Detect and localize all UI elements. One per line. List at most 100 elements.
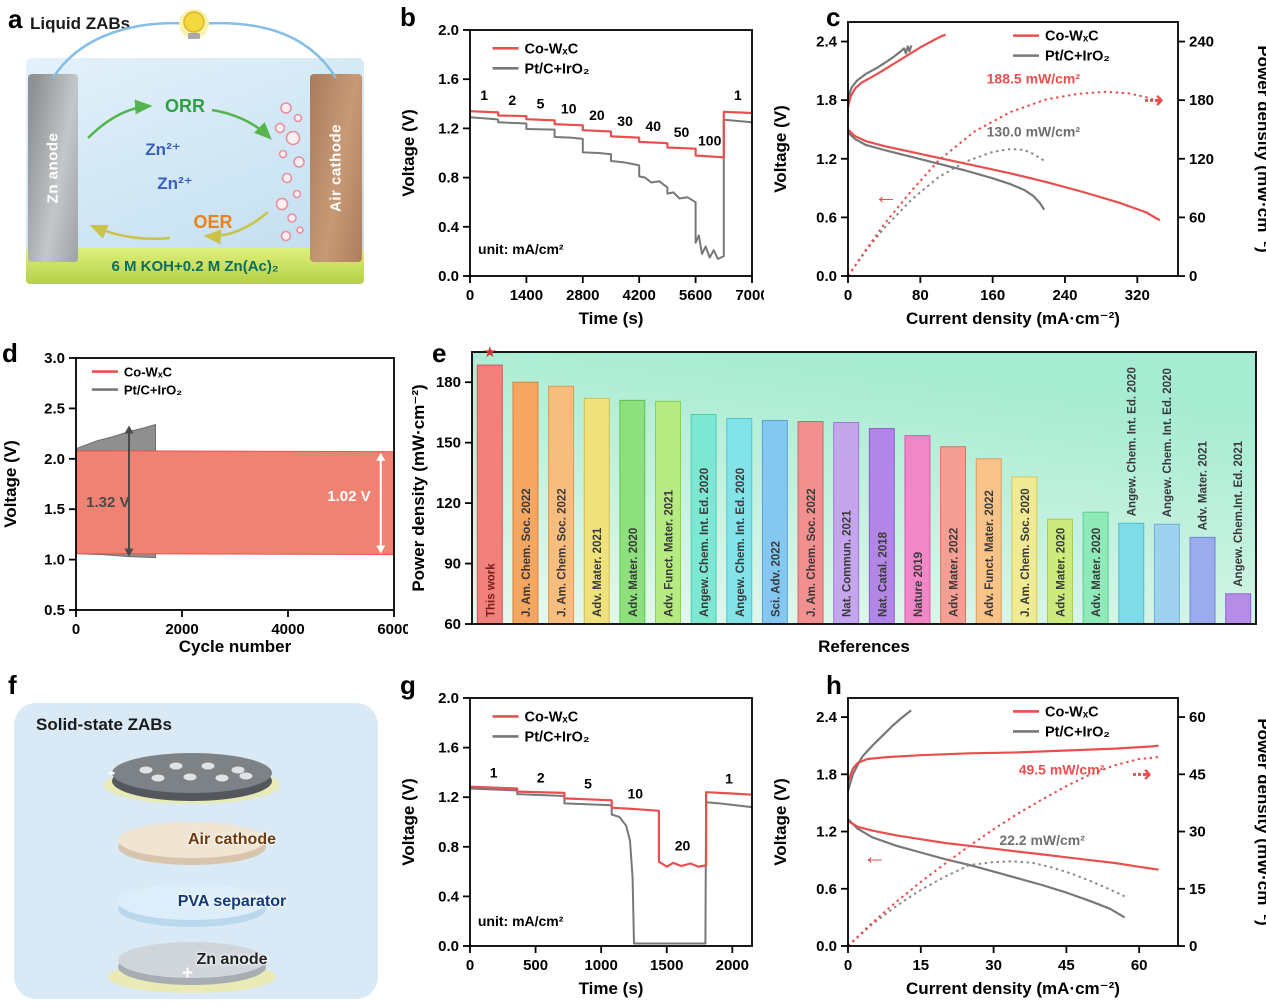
svg-text:Nature 2019: Nature 2019 bbox=[913, 552, 925, 617]
panel-letter-a: a bbox=[8, 4, 23, 34]
svg-text:30: 30 bbox=[617, 113, 633, 129]
svg-text:4200: 4200 bbox=[623, 287, 656, 304]
svg-text:120: 120 bbox=[1189, 151, 1214, 168]
orr-arrow-right bbox=[211, 108, 272, 140]
liquid-zabs-title: Liquid ZABs bbox=[30, 14, 131, 33]
svg-text:This work: This work bbox=[485, 563, 497, 617]
svg-text:2000: 2000 bbox=[165, 621, 198, 638]
svg-text:Angew. Chem.Int. Ed. 2021: Angew. Chem.Int. Ed. 2021 bbox=[1233, 440, 1245, 587]
svg-text:5600: 5600 bbox=[679, 287, 712, 304]
svg-text:2.4: 2.4 bbox=[816, 34, 838, 51]
svg-text:10: 10 bbox=[627, 785, 643, 801]
svg-text:Angew. Chem. Int. Ed. 2020: Angew. Chem. Int. Ed. 2020 bbox=[735, 468, 747, 617]
svg-text:Pt/C+IrO₂: Pt/C+IrO₂ bbox=[1045, 724, 1110, 740]
power-density-comparison-chart: This work J. Am. Chem. Soc. 2022 J. Am. Ch… bbox=[409, 344, 1257, 656]
svg-text:30: 30 bbox=[985, 957, 1002, 974]
oxygen-bubbles bbox=[274, 102, 305, 242]
svg-text:0.5: 0.5 bbox=[44, 602, 65, 619]
svg-text:1.6: 1.6 bbox=[438, 71, 459, 88]
svg-text:10: 10 bbox=[561, 101, 577, 117]
svg-text:0.4: 0.4 bbox=[438, 888, 460, 905]
zn-anode-layer-label: Zn anode bbox=[196, 951, 268, 968]
svg-text:2.0: 2.0 bbox=[438, 22, 459, 39]
panel-letter-d: d bbox=[2, 338, 18, 368]
svg-text:1.0: 1.0 bbox=[44, 552, 65, 569]
svg-text:Voltage (V): Voltage (V) bbox=[399, 778, 418, 866]
svg-text:Pt/C+IrO₂: Pt/C+IrO₂ bbox=[525, 61, 590, 77]
svg-text:Adv. Mater. 2021: Adv. Mater. 2021 bbox=[1198, 440, 1210, 530]
panel-letter-g: g bbox=[400, 670, 416, 700]
svg-text:1: 1 bbox=[480, 87, 488, 103]
rate-test-liquid-chart: 0140028004200560070000.00.40.81.21.62.0T… bbox=[399, 22, 764, 328]
air-cathode-disk-face bbox=[118, 822, 266, 858]
svg-text:2.5: 2.5 bbox=[44, 400, 65, 417]
orr-arrow-left bbox=[87, 99, 153, 139]
svg-text:0: 0 bbox=[844, 957, 852, 974]
svg-text:J. Am. Chem. Soc. 2022: J. Am. Chem. Soc. 2022 bbox=[806, 488, 818, 617]
svg-text:1400: 1400 bbox=[510, 287, 543, 304]
svg-text:320: 320 bbox=[1125, 287, 1150, 304]
pva-separator-layer-label: PVA separator bbox=[177, 893, 287, 910]
svg-text:3.0: 3.0 bbox=[44, 350, 65, 367]
svg-text:45: 45 bbox=[1058, 957, 1075, 974]
svg-text:Co-WₓC: Co-WₓC bbox=[525, 41, 579, 57]
svg-text:Adv. Funct. Mater. 2022: Adv. Funct. Mater. 2022 bbox=[984, 490, 996, 617]
wire-left bbox=[51, 21, 193, 79]
panel-letter-f: f bbox=[8, 670, 17, 700]
positive-terminal-label: + bbox=[182, 963, 194, 984]
svg-text:0.6: 0.6 bbox=[816, 881, 837, 898]
svg-text:20: 20 bbox=[589, 107, 605, 123]
svg-text:60: 60 bbox=[1189, 709, 1206, 726]
svg-text:6000: 6000 bbox=[377, 621, 408, 638]
svg-text:Adv. Mater. 2020: Adv. Mater. 2020 bbox=[628, 528, 640, 617]
svg-text:Co-WₓC: Co-WₓC bbox=[1045, 29, 1099, 45]
svg-text:0: 0 bbox=[72, 621, 80, 638]
svg-text:Adv. Mater. 2020: Adv. Mater. 2020 bbox=[1056, 528, 1068, 617]
svg-text:15: 15 bbox=[912, 957, 929, 974]
svg-text:0: 0 bbox=[466, 957, 474, 974]
liquid-zab-overlay bbox=[51, 9, 338, 245]
svg-text:Pt/C+IrO₂: Pt/C+IrO₂ bbox=[124, 383, 182, 398]
svg-text:90: 90 bbox=[444, 556, 461, 573]
svg-text:unit: mA/cm²: unit: mA/cm² bbox=[478, 913, 564, 929]
svg-text:120: 120 bbox=[436, 495, 461, 512]
svg-text:Co-WₓC: Co-WₓC bbox=[124, 365, 173, 380]
svg-text:2.0: 2.0 bbox=[44, 451, 65, 468]
svg-text:←: ← bbox=[863, 843, 887, 870]
svg-text:2: 2 bbox=[508, 92, 516, 108]
svg-text:2.0: 2.0 bbox=[438, 690, 459, 707]
svg-text:45: 45 bbox=[1189, 766, 1206, 783]
svg-text:0.0: 0.0 bbox=[438, 268, 459, 285]
svg-text:Current density (mA·cm⁻²): Current density (mA·cm⁻²) bbox=[906, 309, 1120, 328]
svg-text:1.2: 1.2 bbox=[816, 151, 837, 168]
oer-arrow-right bbox=[203, 211, 269, 245]
panel-letter-e: e bbox=[432, 338, 447, 368]
svg-text:1500: 1500 bbox=[650, 957, 683, 974]
svg-text:5: 5 bbox=[537, 96, 545, 112]
svg-text:1.02 V: 1.02 V bbox=[327, 488, 370, 505]
svg-text:30: 30 bbox=[1189, 824, 1206, 841]
svg-text:1.8: 1.8 bbox=[816, 92, 837, 109]
svg-text:1.2: 1.2 bbox=[438, 120, 459, 137]
zn-ion-label-2: Zn²⁺ bbox=[157, 174, 193, 193]
svg-text:1.2: 1.2 bbox=[816, 824, 837, 841]
svg-text:References: References bbox=[818, 637, 910, 656]
svg-text:←: ← bbox=[874, 183, 898, 210]
svg-text:60: 60 bbox=[444, 616, 461, 633]
svg-text:Time (s): Time (s) bbox=[579, 979, 644, 998]
electrolyte-tank bbox=[26, 58, 364, 256]
svg-text:0: 0 bbox=[466, 287, 474, 304]
panel-solid-zab-schematic: Solid-state ZABs - Air cathode PVA separ… bbox=[0, 665, 398, 1007]
svg-text:40: 40 bbox=[646, 118, 662, 134]
svg-text:1.5: 1.5 bbox=[44, 501, 65, 518]
svg-text:60: 60 bbox=[1131, 957, 1148, 974]
svg-text:J. Am. Chem. Soc. 2020: J. Am. Chem. Soc. 2020 bbox=[1020, 488, 1032, 617]
negative-terminal-label: - bbox=[108, 759, 116, 784]
svg-text:unit: mA/cm²: unit: mA/cm² bbox=[478, 241, 564, 257]
bulb-icon bbox=[183, 11, 205, 33]
svg-text:Co-WₓC: Co-WₓC bbox=[1045, 704, 1099, 720]
svg-text:2.4: 2.4 bbox=[816, 709, 838, 726]
svg-text:Adv. Mater. 2021: Adv. Mater. 2021 bbox=[592, 527, 604, 617]
